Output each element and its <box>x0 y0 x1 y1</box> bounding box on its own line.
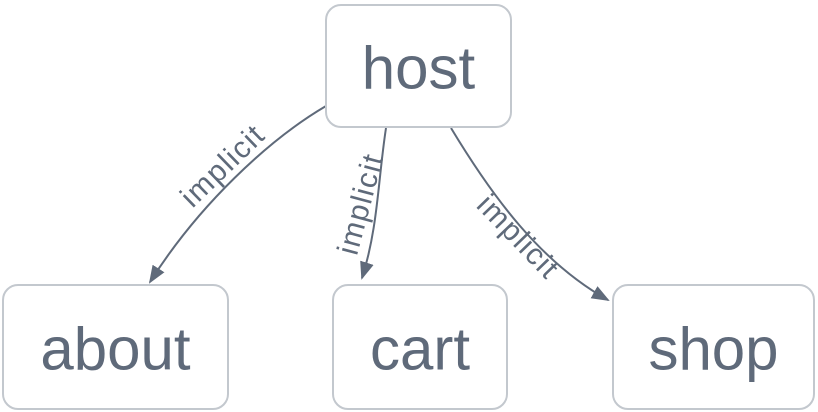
node-box-host <box>325 4 512 128</box>
node-box-about <box>2 284 229 410</box>
node-shop: shop <box>612 284 815 410</box>
edge-label-host-cart: implicit <box>332 150 391 259</box>
node-label-about: about <box>40 316 190 383</box>
node-box-shop <box>612 284 815 410</box>
node-label-shop: shop <box>648 316 778 383</box>
node-cart: cart <box>332 284 508 410</box>
node-label-host: host <box>362 35 476 102</box>
node-box-cart <box>332 284 508 410</box>
edge-label-host-about: implicit <box>174 118 271 214</box>
edge-host-about <box>148 105 327 284</box>
node-host: host <box>325 4 512 128</box>
edge-host-cart <box>360 127 387 280</box>
node-about: about <box>2 284 229 410</box>
node-label-cart: cart <box>370 316 470 383</box>
edge-host-shop <box>450 127 610 301</box>
edge-label-host-shop: implicit <box>470 188 566 285</box>
